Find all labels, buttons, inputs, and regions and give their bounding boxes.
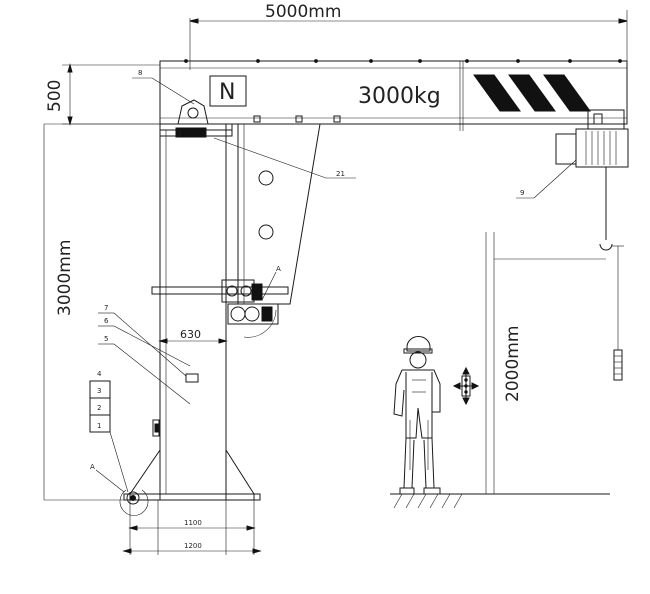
part-3-label: 3 — [97, 387, 101, 395]
column-details — [152, 373, 199, 437]
base-1200-label: 1200 — [184, 542, 202, 550]
electric-hoist — [555, 109, 629, 381]
operator-figure — [393, 336, 441, 495]
slew-drive: A — [151, 265, 289, 338]
warning-stripes — [473, 74, 591, 112]
base-dimensions: 1100 1200 — [122, 500, 262, 555]
part-7-label: 7 — [104, 304, 108, 312]
offset-630-dimension: 630 — [158, 328, 228, 344]
part-9-callout: 9 — [516, 159, 577, 199]
offset-630-label: 630 — [180, 328, 201, 341]
column — [159, 124, 227, 500]
parts-1-4-callouts: 4 3 2 1 — [89, 370, 129, 493]
detail-marker-base: A — [90, 463, 95, 471]
pendant-control — [452, 366, 480, 406]
part-8-label: 8 — [138, 69, 142, 77]
beam-height-dimension: 500 — [45, 63, 160, 126]
base-1100-label: 1100 — [184, 519, 202, 527]
part-21-label: 21 — [336, 170, 345, 178]
parts-5-7-callouts: 7 6 5 — [98, 304, 191, 405]
part-2-label: 2 — [97, 404, 101, 412]
jib-length-label: 5000mm — [265, 2, 341, 22]
part-1-label: 1 — [97, 422, 101, 430]
capacity-label: 3000kg — [358, 84, 441, 109]
column-height-dimension: 3000mm — [43, 123, 160, 501]
logo-box: N — [209, 75, 247, 107]
column-base: A — [90, 449, 261, 516]
detail-marker-top: A — [276, 265, 281, 273]
logo-mark: N — [219, 80, 235, 105]
part-5-label: 5 — [104, 335, 108, 343]
part-8-callout: 8 — [132, 69, 195, 105]
beam-bolts — [184, 59, 622, 63]
part-21-callout: 21 — [213, 137, 356, 179]
part-6-label: 6 — [104, 317, 109, 325]
hook-height-dimension: 2000mm — [485, 232, 606, 494]
ground — [390, 493, 610, 509]
jib-length-dimension: 5000mm — [189, 2, 628, 70]
part-4-label: 4 — [97, 370, 102, 378]
jib-bracket — [237, 115, 341, 305]
beam-height-label: 500 — [45, 80, 65, 112]
column-height-label: 3000mm — [55, 240, 75, 316]
part-9-label: 9 — [520, 189, 524, 197]
jib-beam: N 3000kg — [159, 59, 628, 131]
hook-height-label: 2000mm — [503, 326, 523, 402]
